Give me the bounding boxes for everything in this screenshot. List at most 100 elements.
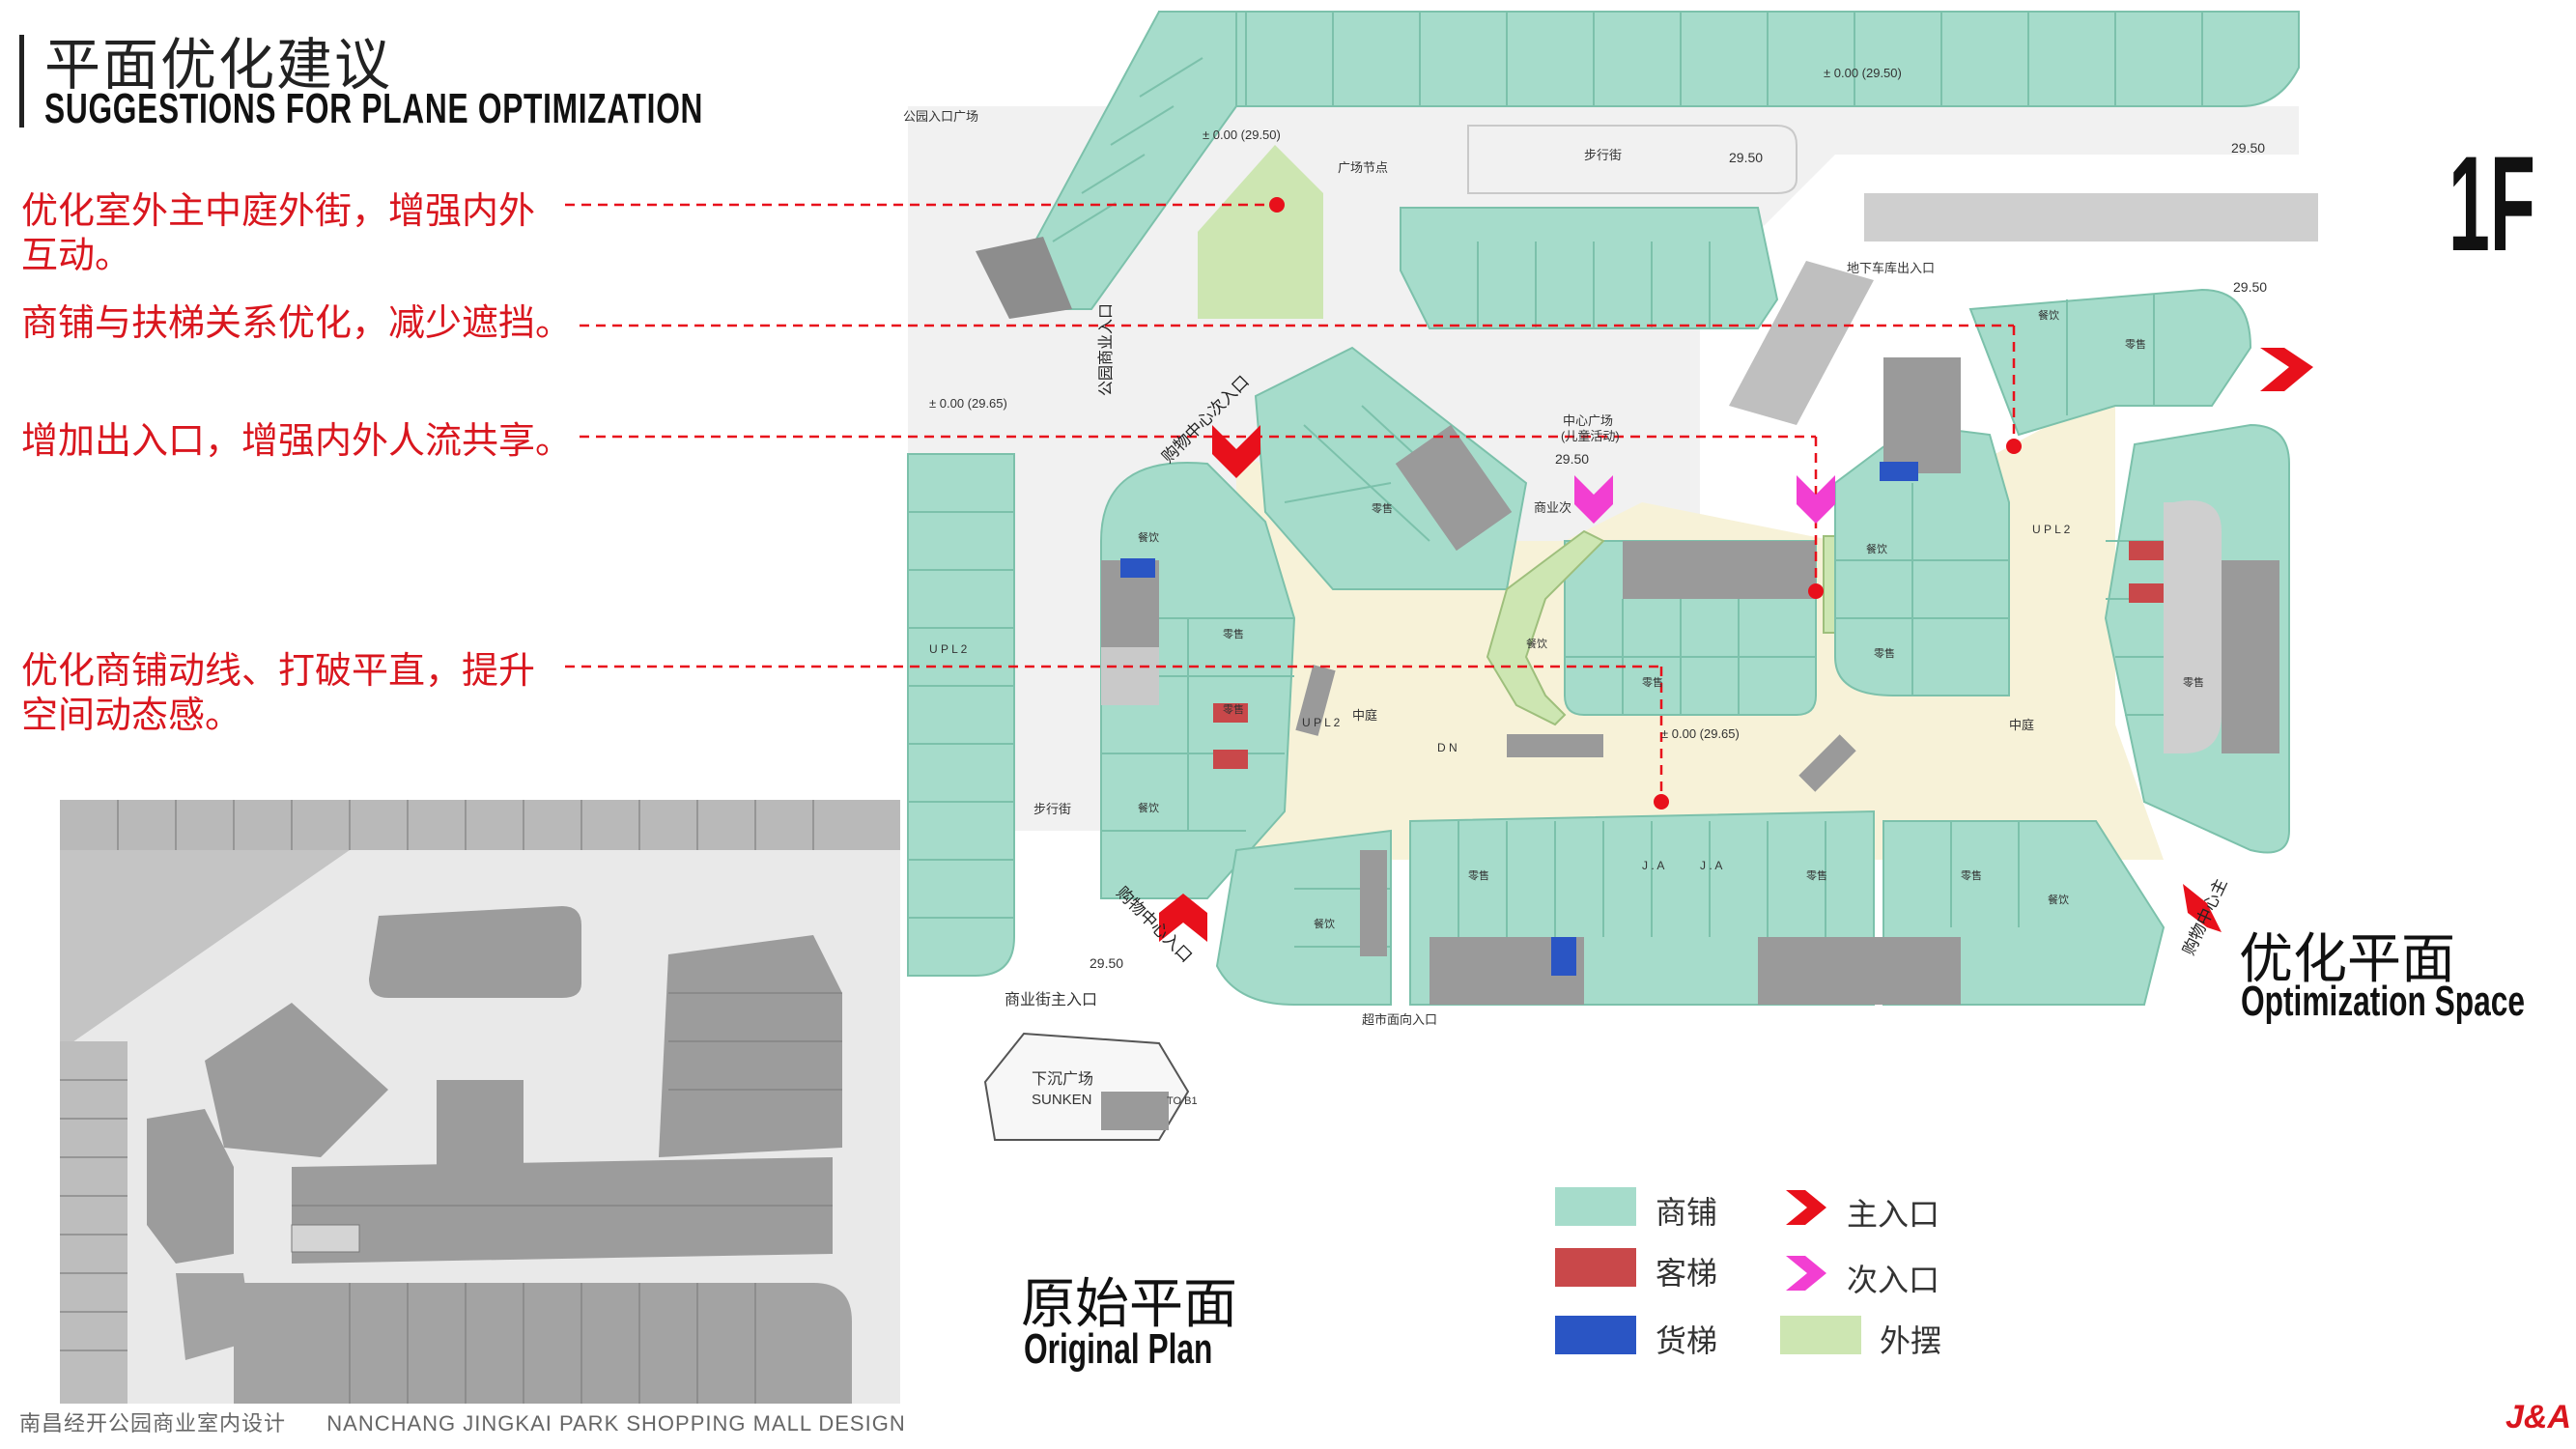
shop-block-top-center — [1400, 207, 1779, 329]
legend-label-outdoor: 外摆 — [1880, 1323, 1942, 1358]
main-entrance-arrow-3 — [1159, 894, 1207, 942]
lbl-dining-4: 餐饮 — [2038, 308, 2059, 322]
lbl-dining-2: 餐饮 — [1138, 801, 1159, 814]
escalator-atrium-right — [1798, 734, 1856, 792]
floor-label: 1F — [2449, 128, 2535, 279]
lbl-elev-right: 29.50 — [2233, 279, 2267, 295]
note-4-line1: 优化商铺动线、打破平直，提升 — [21, 651, 536, 692]
note-3: 增加出入口，增强内外人流共享。 — [21, 419, 572, 464]
freight-elevator-right — [1880, 462, 1918, 481]
lbl-retail-7: 零售 — [2183, 675, 2204, 689]
original-left-diagonal — [60, 850, 350, 1051]
note-1-line1: 优化室外主中庭外街，增强内外 — [21, 191, 536, 232]
lbl-elev-center: 29.50 — [1555, 451, 1589, 467]
original-top-strip — [60, 800, 900, 850]
legend-label-main-entrance: 主入口 — [1847, 1197, 1940, 1232]
lbl-elev-diag: ± 0.00 (29.50) — [1203, 128, 1281, 142]
optimized-plan-label-en: Optimization Space — [2241, 978, 2525, 1025]
lbl-retail-8: 零售 — [1468, 868, 1489, 882]
lbl-dining-5: 餐饮 — [1314, 917, 1335, 930]
lbl-supermarket-entrance: 超市面向入口 — [1362, 1012, 1437, 1027]
secondary-entrance-arrow-2 — [1797, 475, 1835, 524]
right-loop-inner — [2164, 500, 2222, 753]
stair-diagonal — [976, 237, 1072, 319]
original-block-left-upper — [205, 1003, 388, 1157]
original-plan-label-en: Original Plan — [1024, 1325, 1213, 1373]
lbl-elev-strip: ± 0.00 (29.50) — [1824, 66, 1902, 80]
lbl-garage-entrance: 地下车库出入口 — [1847, 261, 1935, 275]
original-plan-label-cn: 原始平面 — [1021, 1273, 1237, 1334]
passenger-elevator-right-1 — [2129, 541, 2164, 560]
core-bottom-2 — [1758, 937, 1961, 1005]
road-right — [1864, 193, 2318, 242]
lbl-commercial-secondary: 商业次 — [1534, 500, 1571, 515]
shop-strip-top — [1158, 11, 2300, 107]
lbl-dining-1: 餐饮 — [1138, 530, 1159, 544]
footer-text-cn: 南昌经开公园商业室内设计 — [19, 1411, 287, 1435]
sunken-stairs — [1101, 1092, 1169, 1130]
original-block-top — [369, 906, 581, 998]
lbl-retail-10: 零售 — [1961, 868, 1982, 882]
note-2-line1: 商铺与扶梯关系优化，减少遮挡。 — [21, 303, 573, 344]
company-logo: J&A — [2505, 1399, 2572, 1435]
escalator-bottom — [1360, 850, 1387, 956]
main-entrance-arrow-2 — [2260, 348, 2313, 391]
lbl-retail-5: 零售 — [1874, 646, 1895, 660]
original-escalator — [291, 1224, 360, 1253]
lbl-park-entrance-plaza: 公园入口广场 — [903, 109, 978, 124]
note-2: 商铺与扶梯关系优化，减少遮挡。 — [21, 301, 572, 346]
note-4-line2: 空间动态感。 — [21, 696, 242, 736]
note-1: 优化室外主中庭外街，增强内外 互动。 — [21, 189, 535, 278]
passenger-elevator-left-2 — [1213, 750, 1248, 769]
lbl-dining-6: 餐饮 — [2048, 893, 2069, 906]
shop-strip-left — [907, 453, 1015, 977]
lbl-retail-1: 零售 — [1223, 627, 1244, 640]
core-right-middle — [1883, 357, 1961, 473]
freight-elevator-bottom — [1551, 937, 1576, 976]
lbl-retail-6: 零售 — [2125, 337, 2146, 351]
legend-swatch-outdoor — [1780, 1316, 1861, 1354]
lbl-pedestrian-street-top: 步行街 — [1584, 148, 1622, 162]
lbl-retail-9: 零售 — [1806, 868, 1827, 882]
secondary-entrance-arrow-1 — [1574, 475, 1613, 524]
shop-block-bottom-left — [1215, 829, 1392, 1006]
main-entrance-arrow-4 — [2183, 884, 2222, 932]
original-top-strip-grid — [117, 800, 814, 850]
page-subtitle: SUGGESTIONS FOR PLANE OPTIMIZATION — [44, 85, 704, 132]
lbl-central-plaza-sub: (儿童活动) — [1561, 429, 1620, 443]
lbl-elev-atrium: ± 0.00 (29.65) — [1661, 726, 1740, 741]
lbl-up-l2-right: U P L 2 — [2032, 523, 2071, 536]
original-block-right — [659, 935, 842, 1157]
lbl-plaza-node: 广场节点 — [1338, 160, 1388, 175]
core-left-2 — [1101, 647, 1159, 705]
legend-swatch-passenger-elevator — [1555, 1248, 1636, 1287]
lbl-atrium-left: 中庭 — [1352, 708, 1377, 723]
footer-text-en: NANCHANG JINGKAI PARK SHOPPING MALL DESI… — [326, 1411, 906, 1435]
legend-label-freight-elevator: 货梯 — [1656, 1323, 1718, 1358]
escalator-diagonal — [1395, 424, 1513, 552]
shop-block-top-right — [1968, 288, 2252, 437]
footer-text: 南昌经开公园商业室内设计 NANCHANG JINGKAI PARK SHOPP… — [19, 1406, 906, 1437]
escalator-atrium — [1507, 734, 1603, 757]
marker-escalator — [2006, 439, 2022, 454]
lbl-elev-top: 29.50 — [1729, 150, 1763, 165]
legend-secondary-entrance-icon — [1786, 1256, 1826, 1291]
legend-swatch-freight-elevator — [1555, 1316, 1636, 1354]
lbl-dn: D N — [1437, 741, 1458, 754]
lbl-central-plaza: 中心广场 — [1563, 413, 1613, 428]
original-block-left — [147, 1109, 234, 1264]
legend-label-shop: 商铺 — [1656, 1195, 1718, 1230]
lbl-to-b1: TO B1 — [1167, 1095, 1198, 1107]
lbl-commercial-street-main-entrance: 商业街主入口 — [1005, 991, 1097, 1009]
lbl-anchor-2: J . A — [1700, 859, 1722, 872]
note-4: 优化商铺动线、打破平直，提升 空间动态感。 — [21, 649, 535, 738]
legend-swatch-shop — [1555, 1187, 1636, 1226]
lbl-retail-3: 零售 — [1372, 501, 1393, 515]
street-block-top — [1467, 125, 1798, 194]
marker-entrance — [1808, 583, 1824, 599]
note-1-line2: 互动。 — [21, 236, 132, 276]
garage-ramp — [1729, 261, 1874, 425]
lbl-up-l2-left: U P L 2 — [929, 642, 968, 656]
passenger-elevator-left-1 — [1213, 703, 1248, 723]
